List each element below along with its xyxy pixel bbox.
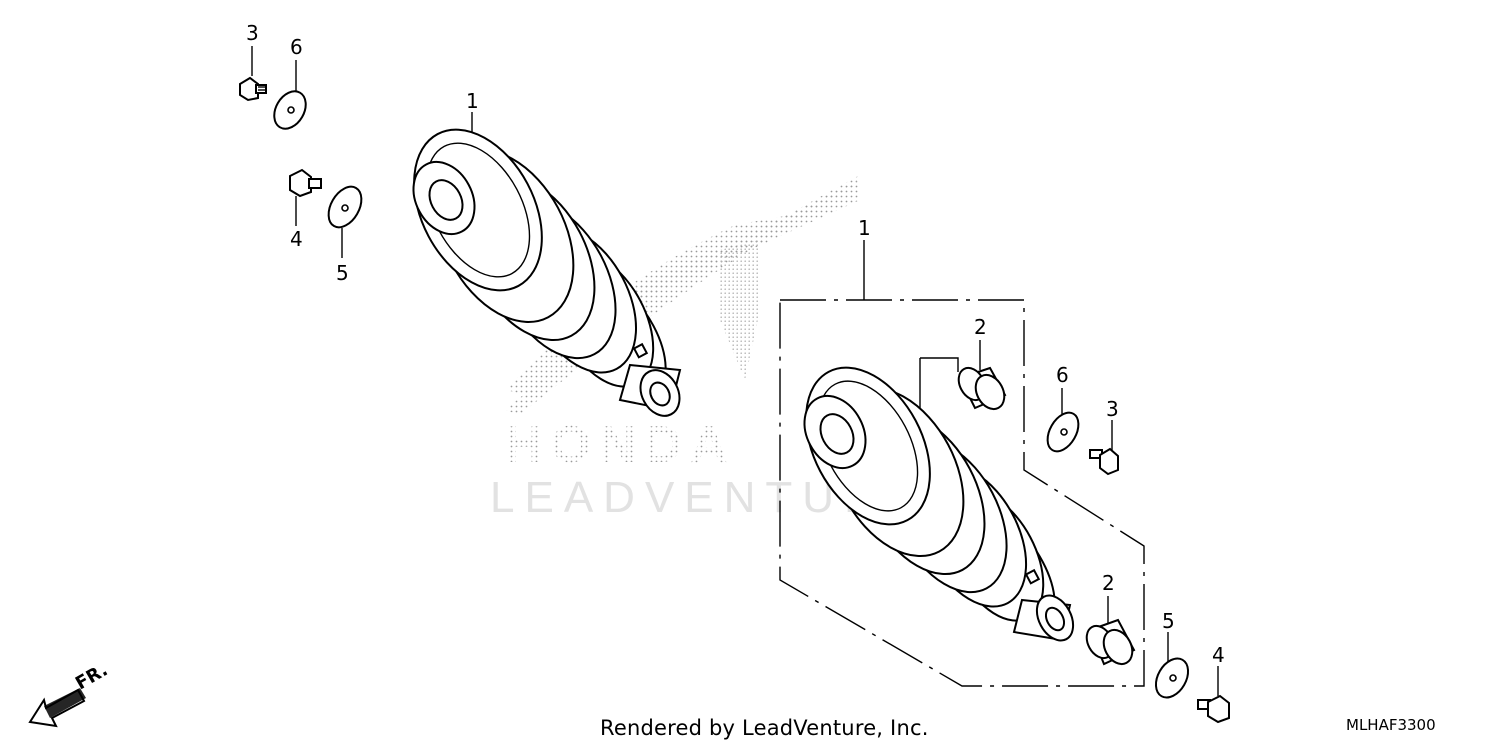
washer-5-right — [1154, 632, 1190, 699]
washer-5-mid-left — [327, 185, 363, 258]
callout-5-mid-left: 5 — [336, 261, 349, 285]
shock-absorber-left — [412, 112, 682, 417]
callout-2-bottom: 2 — [1102, 571, 1115, 595]
collar-2-bottom — [1085, 618, 1136, 666]
callout-2-top: 2 — [974, 315, 987, 339]
watermark-brand: HONDA — [505, 416, 736, 474]
callout-3-right: 3 — [1106, 397, 1119, 421]
callout-labels: 3 6 4 5 1 1 2 6 3 2 5 4 — [246, 21, 1225, 667]
washer-6-top-left — [273, 60, 307, 130]
rendered-by-credit: Rendered by LeadVenture, Inc. — [600, 716, 929, 740]
flange-bolt-3-right — [1089, 420, 1119, 476]
flange-bolt-3-top-left — [239, 46, 267, 102]
callout-3-top-left: 3 — [246, 21, 259, 45]
shock-absorber-right — [803, 366, 1075, 642]
callout-1-left: 1 — [466, 89, 479, 113]
callout-1-right: 1 — [858, 216, 871, 240]
flange-bolt-4-mid-left — [289, 168, 322, 226]
callout-5-right: 5 — [1162, 609, 1175, 633]
diagram-code: MLHAF3300 — [1346, 716, 1436, 734]
callout-6-right: 6 — [1056, 363, 1069, 387]
collar-2-top — [957, 366, 1007, 411]
front-direction-arrow-icon: FR. — [28, 659, 111, 728]
callout-4-right: 4 — [1212, 643, 1225, 667]
washer-6-right — [1046, 388, 1080, 453]
flange-bolt-4-right — [1197, 666, 1230, 724]
callout-4-mid-left: 4 — [290, 227, 303, 251]
callout-6-top-left: 6 — [290, 35, 303, 59]
